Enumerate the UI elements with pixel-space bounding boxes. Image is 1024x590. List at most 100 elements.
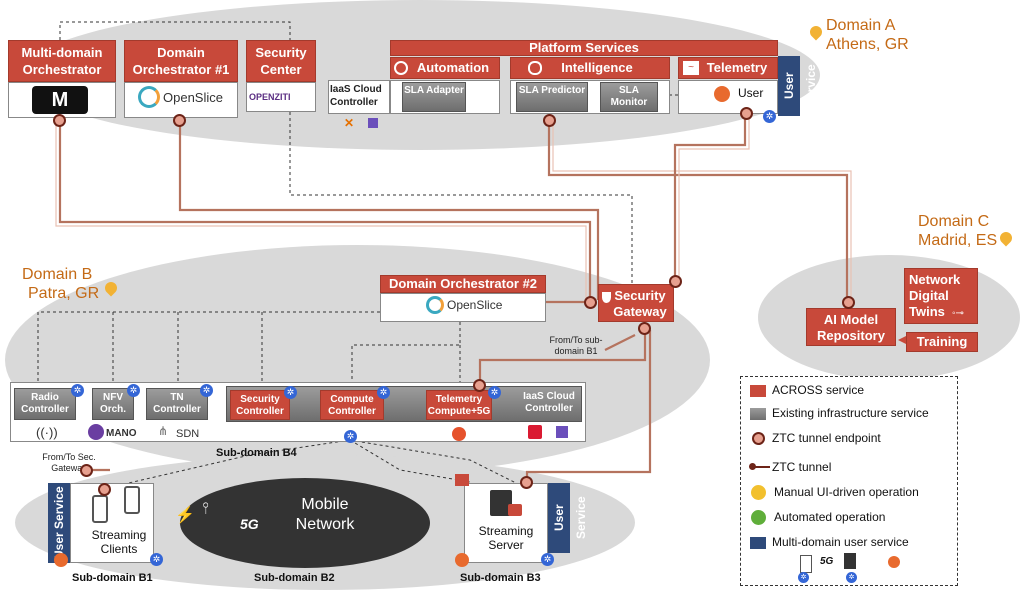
tunnel-dot-icon	[749, 463, 756, 470]
mobile-network-label: Mobile Network	[295, 496, 355, 533]
domain-a-location: Athens, GR	[826, 36, 909, 53]
compute-controller[interactable]: Compute Controller	[320, 390, 384, 420]
antenna-icon: ⫯	[202, 500, 209, 517]
kubernetes-icon: ✲	[488, 386, 501, 399]
multi-domain-orchestrator-header[interactable]: Multi-domain Orchestrator	[8, 40, 116, 82]
openstack-icon	[528, 425, 542, 439]
security-center-header[interactable]: Security Center	[246, 40, 316, 82]
domain-orchestrator-1-header[interactable]: Domain Orchestrator #1	[124, 40, 238, 82]
security-controller[interactable]: Security Controller	[230, 390, 290, 420]
automation-header[interactable]: Automation	[390, 57, 500, 79]
domain-b-label: Domain B Patra, GR	[22, 265, 99, 303]
user-label: User	[738, 86, 764, 100]
shield-icon	[602, 292, 611, 303]
ztc-endpoint[interactable]	[473, 379, 486, 392]
sdn-icon: ⋔	[158, 424, 169, 438]
training[interactable]: Training	[906, 332, 978, 352]
ztc-endpoint[interactable]	[740, 107, 753, 120]
automation-icon	[394, 61, 408, 75]
kubernetes-icon: ✲	[200, 384, 213, 397]
legend-infra-swatch	[750, 408, 766, 420]
legend-manual-label: Manual UI-driven operation	[774, 485, 919, 499]
security-gateway[interactable]: Security Gateway	[598, 284, 674, 322]
legend-across-swatch	[750, 385, 766, 397]
platform-services-header[interactable]: Platform Services	[390, 40, 778, 56]
ztc-endpoint[interactable]	[638, 322, 651, 335]
telemetry-header[interactable]: Telemetry	[678, 57, 778, 79]
streaming-server-box	[464, 483, 548, 563]
brain-icon	[528, 61, 542, 75]
streaming-server-label: Streaming Server	[478, 524, 534, 552]
ztc-endpoint[interactable]	[173, 114, 186, 127]
firewall-icon	[455, 474, 469, 486]
domain-orchestrator-2-body	[380, 293, 546, 322]
sla-monitor[interactable]: SLA Monitor	[600, 82, 658, 112]
legend-across-label: ACROSS service	[772, 383, 865, 397]
kubernetes-icon: ✲	[284, 386, 297, 399]
automated-operation-icon	[751, 510, 766, 525]
iaas-cloud-controller-b[interactable]: IaaS Cloud Controller	[523, 391, 575, 414]
lightning-icon: ⚡	[175, 507, 195, 524]
domain-c-name: Domain C	[918, 213, 990, 230]
ai-model-repository[interactable]: AI Model Repository	[806, 308, 896, 346]
openziti-logo: OPENZITI	[249, 92, 291, 102]
osm-mano-label: MANO	[106, 428, 137, 439]
five-g-label: 5G	[240, 516, 259, 532]
ztc-endpoint[interactable]	[584, 296, 597, 309]
mobile-network-cloud	[180, 478, 430, 568]
radio-controller[interactable]: Radio Controller	[14, 388, 76, 420]
kubernetes-icon: ✲	[71, 384, 84, 397]
legend-box	[740, 376, 958, 586]
manual-operation-icon	[751, 485, 766, 500]
sub-domain-b4-label: Sub-domain B4	[216, 447, 297, 459]
legend-user-service-swatch	[750, 537, 766, 549]
user-icon	[54, 553, 68, 567]
osm-mano-logo	[88, 424, 104, 440]
ztc-endpoint-icon	[752, 432, 765, 445]
user-service-b1[interactable]: User Service	[48, 483, 70, 563]
sla-predictor[interactable]: SLA Predictor	[516, 82, 588, 112]
domain-a-label: Domain A Athens, GR	[826, 16, 909, 54]
user-icon	[714, 86, 730, 102]
openslice-logo-icon	[138, 86, 160, 108]
tn-controller[interactable]: TN Controller	[146, 388, 208, 420]
user-icon	[455, 553, 469, 567]
telemetry-compute-5g[interactable]: Telemetry Compute+5G	[426, 390, 492, 420]
prometheus-icon	[452, 427, 466, 441]
domain-c-label: Domain C Madrid, ES	[918, 212, 997, 250]
training-arrow	[898, 336, 906, 344]
kubernetes-icon: ✲	[763, 110, 776, 123]
sdn-label: SDN	[176, 428, 200, 440]
terraform-icon	[368, 118, 378, 128]
terraform-icon	[556, 426, 568, 438]
ztc-endpoint[interactable]	[842, 296, 855, 309]
user-service-b3[interactable]: User Service	[548, 483, 588, 553]
phone-icon	[800, 555, 812, 573]
ztc-endpoint[interactable]	[80, 464, 93, 477]
ztc-endpoint[interactable]	[543, 114, 556, 127]
domain-b-location: Patra, GR	[28, 285, 100, 302]
user-service-a[interactable]: User Service	[778, 56, 818, 116]
ztc-endpoint[interactable]	[669, 275, 682, 288]
ztc-endpoint[interactable]	[520, 476, 533, 489]
ztc-endpoint[interactable]	[53, 114, 66, 127]
sub-domain-b1-label: Sub-domain B1	[72, 572, 153, 584]
intelligence-header[interactable]: Intelligence	[510, 57, 670, 79]
legend-endpoint-label: ZTC tunnel endpoint	[772, 431, 881, 445]
radio-antenna-icon: ((·))	[36, 425, 58, 440]
sla-adapter[interactable]: SLA Adapter	[402, 82, 466, 112]
from-to-subdomain-b1-label: From/To sub-domain B1	[549, 335, 603, 356]
proxmox-icon: ✕	[344, 116, 355, 130]
ztc-endpoint[interactable]	[98, 483, 111, 496]
kubernetes-icon: ✲	[150, 553, 163, 566]
iaas-cloud-controller-a-label: IaaS Cloud Controller	[330, 84, 382, 108]
digital-twin-icon: ◦⊸	[952, 308, 964, 319]
openslice-label-b: OpenSlice	[447, 298, 503, 312]
legend-user-service-label: Multi-domain user service	[772, 535, 909, 549]
streaming-clients-box	[70, 483, 154, 563]
tunnel-line-icon	[750, 466, 770, 468]
kubernetes-icon: ✲	[377, 386, 390, 399]
network-digital-twins[interactable]: Network Digital Twins	[904, 268, 978, 324]
domain-orchestrator-2-header[interactable]: Domain Orchestrator #2	[380, 275, 546, 293]
phone-icon	[124, 486, 140, 514]
